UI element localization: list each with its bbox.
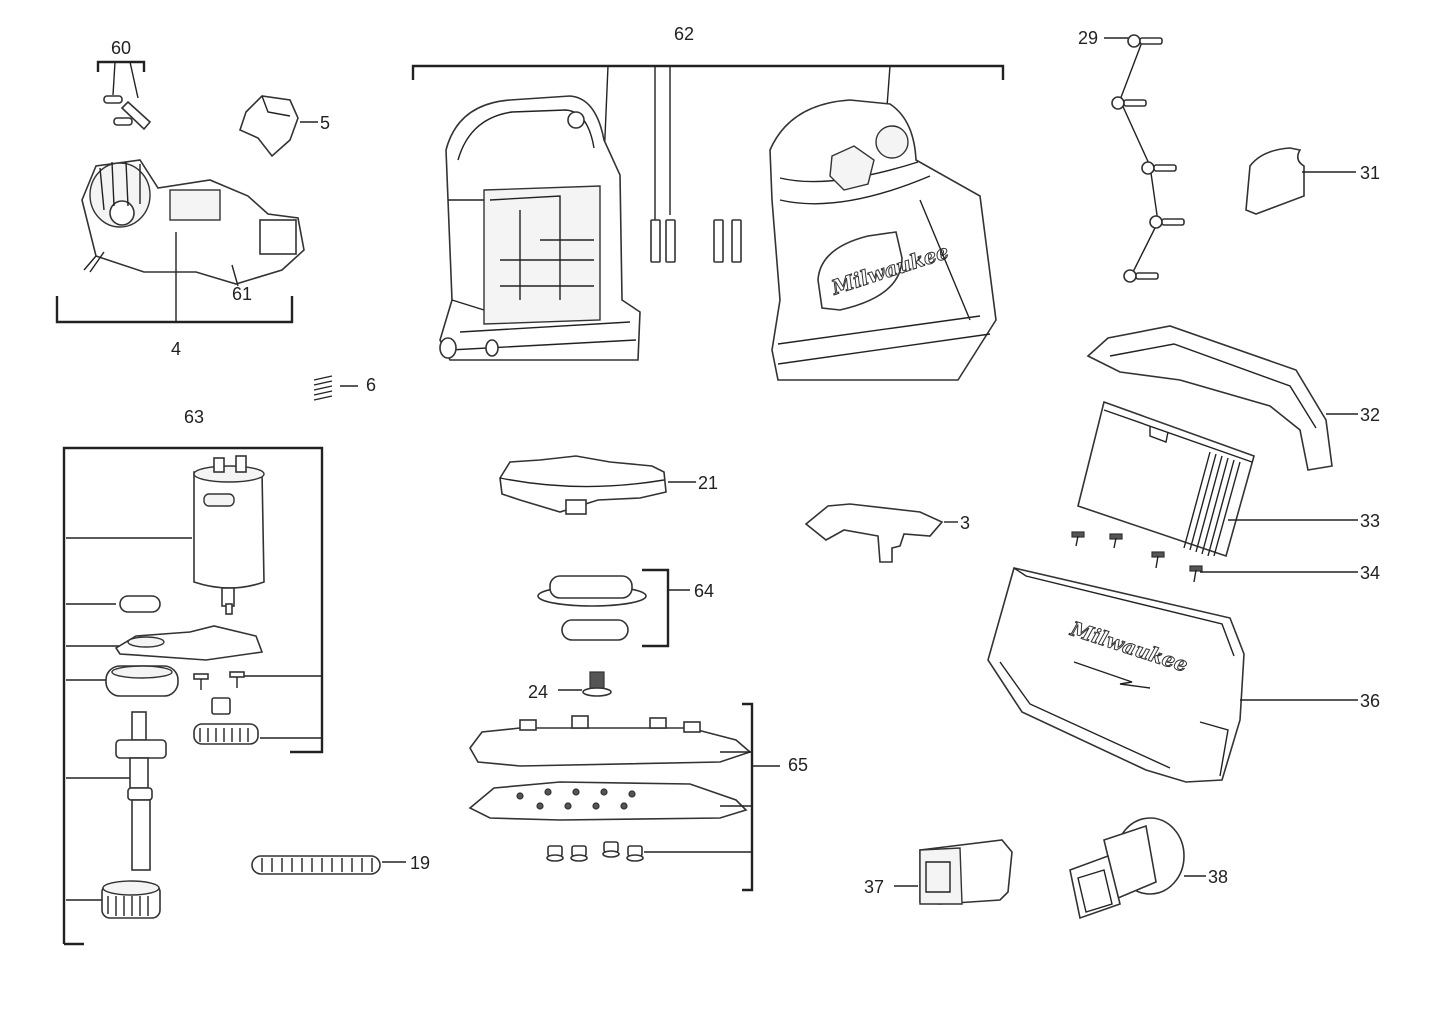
callout-62: 62 — [674, 24, 694, 44]
callout-65: 65 — [788, 755, 808, 775]
part-32-handle-cover — [1086, 325, 1358, 471]
callout-24: 24 — [528, 682, 548, 702]
part-21-counterweight — [499, 455, 696, 515]
part-33-filter-cartridge — [1077, 400, 1358, 558]
callout-38: 38 — [1208, 867, 1228, 887]
callout-60: 60 — [111, 38, 131, 58]
part-38-adapter-elbow — [1069, 817, 1206, 920]
part-62-housing-halves: Milwaukee — [411, 64, 1005, 381]
callout-64: 64 — [694, 581, 714, 601]
callout-34: 34 — [1360, 563, 1380, 583]
screw — [1123, 269, 1159, 283]
callout-5: 5 — [320, 113, 330, 133]
part-19-drive-belt — [251, 855, 406, 875]
part-6-spring — [313, 375, 358, 401]
part-37-adapter — [894, 839, 1013, 905]
part-3-latch — [804, 503, 958, 563]
callout-29: 29 — [1078, 28, 1098, 48]
part-63-motor-assembly — [62, 446, 324, 946]
part-36-dust-canister: Milwaukee — [987, 567, 1358, 783]
callout-4: 4 — [171, 339, 181, 359]
callout-labels: 60 5 61 4 6 62 29 31 32 33 34 36 63 21 3… — [111, 24, 1380, 897]
callout-3: 3 — [960, 513, 970, 533]
part-5-switch-block — [239, 95, 318, 158]
screw — [1141, 161, 1177, 175]
part-65-pad-assembly — [468, 702, 780, 892]
callout-31: 31 — [1360, 163, 1380, 183]
part-24-screw — [558, 671, 612, 697]
part-31-label-plate — [1245, 147, 1356, 215]
callout-21: 21 — [698, 473, 718, 493]
pad-holes — [516, 788, 636, 810]
part-34-screws — [1071, 531, 1358, 583]
screw — [1149, 215, 1185, 229]
screw — [1111, 96, 1147, 110]
part-29-screws — [1104, 34, 1185, 283]
part-60-screws-and-link — [96, 60, 152, 131]
callout-36: 36 — [1360, 691, 1380, 711]
callout-63: 63 — [184, 407, 204, 427]
callout-32: 32 — [1360, 405, 1380, 425]
part-4-electronics-assembly — [55, 159, 305, 324]
callout-37: 37 — [864, 877, 884, 897]
callout-6: 6 — [366, 375, 376, 395]
callout-19: 19 — [410, 853, 430, 873]
callout-61: 61 — [232, 284, 252, 304]
part-64-bearing-set — [537, 568, 690, 648]
callout-33: 33 — [1360, 511, 1380, 531]
screw — [1127, 34, 1163, 48]
